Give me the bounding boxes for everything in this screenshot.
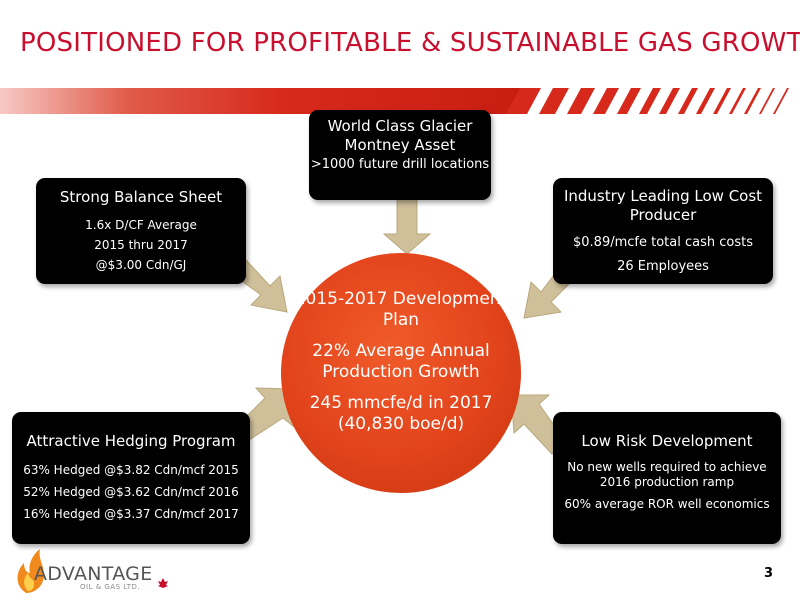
production-growth-text: 22% Average Annual Production Growth	[312, 341, 490, 382]
low-cost-producer-line-2: 26 Employees	[617, 259, 709, 274]
hedging-line-2015: 63% Hedged @$3.82 Cdn/mcf 2015	[23, 463, 239, 477]
development-plan-heading: 2015-2017 Development Plan	[294, 289, 508, 330]
low-risk-development-title: Low Risk Development	[581, 432, 753, 450]
hedging-line-2016: 52% Hedged @$3.62 Cdn/mcf 2016	[23, 485, 239, 499]
logo-subtitle: OIL & GAS LTD.	[80, 583, 141, 591]
development-plan-circle: 2015-2017 Development Plan 22% Average A…	[281, 253, 521, 493]
glacier-asset-detail: >1000 future drill locations	[310, 157, 490, 172]
low-cost-producer-title: Industry Leading Low Cost Producer	[563, 187, 763, 224]
page-number: 3	[764, 566, 774, 581]
hedging-program-title: Attractive Hedging Program	[26, 432, 236, 450]
decorative-stripe	[0, 88, 789, 114]
glacier-asset-box: World Class Glacier Montney Asset >1000 …	[309, 110, 491, 200]
company-logo	[17, 549, 168, 593]
balance-sheet-title: Strong Balance Sheet	[59, 188, 223, 206]
arrow-top	[382, 193, 432, 255]
production-target-text: 245 mmcfe/d in 2017 (40,830 boe/d)	[309, 393, 493, 434]
flame-icon	[17, 549, 44, 593]
balance-sheet-line-3: @$3.00 Cdn/GJ	[95, 258, 187, 272]
balance-sheet-line-1: 1.6x D/CF Average	[85, 218, 197, 232]
hedging-program-box: Attractive Hedging Program 63% Hedged @$…	[12, 412, 250, 544]
low-cost-producer-line-1: $0.89/mcfe total cash costs	[573, 235, 753, 250]
slide-title: POSITIONED FOR PROFITABLE & SUSTAINABLE …	[20, 28, 800, 58]
low-risk-development-box: Low Risk Development No new wells requir…	[553, 412, 781, 544]
balance-sheet-box: Strong Balance Sheet 1.6x D/CF Average 2…	[36, 178, 246, 284]
hedging-line-2017: 16% Hedged @$3.37 Cdn/mcf 2017	[23, 507, 239, 521]
low-cost-producer-box: Industry Leading Low Cost Producer $0.89…	[553, 178, 773, 284]
balance-sheet-line-2: 2015 thru 2017	[94, 238, 188, 252]
low-risk-line-1: No new wells required to achieve 2016 pr…	[567, 460, 767, 489]
maple-leaf-icon	[158, 578, 168, 588]
low-risk-line-2: 60% average ROR well economics	[564, 497, 770, 511]
logo-wordmark: ADVANTAGE	[34, 563, 153, 585]
glacier-asset-title: World Class Glacier Montney Asset	[327, 117, 473, 154]
